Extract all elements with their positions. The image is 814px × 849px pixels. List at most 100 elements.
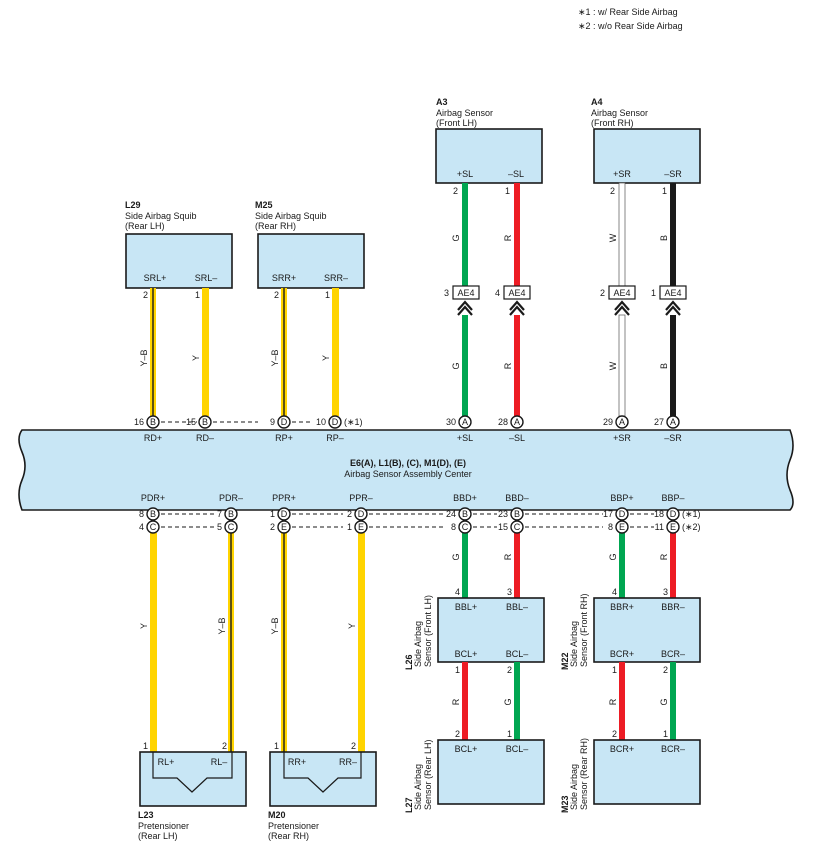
svg-text:–SR: –SR [664, 433, 682, 443]
wire-a4-neg-upper [670, 183, 676, 286]
svg-text:29: 29 [603, 417, 613, 427]
wire-a3-pos-lower [462, 315, 468, 416]
bottom-label-2: PDR– [219, 493, 243, 503]
svg-text:RP–: RP– [326, 433, 344, 443]
a4-term-1: +SR [613, 169, 631, 179]
row1-pin-8: D18 [654, 507, 680, 521]
l26-pin-2: 3 [507, 587, 512, 597]
m20-pin-2: 2 [351, 741, 356, 751]
svg-text:A: A [514, 417, 520, 427]
l23-sub: (Rear LH) [138, 831, 178, 841]
svg-text:27: 27 [654, 417, 664, 427]
row1-note: (∗1) [682, 509, 701, 519]
l26-name-1: Side Airbag [413, 621, 423, 667]
wire-label-cs-2: R [503, 553, 513, 560]
wire-m25-pos [281, 288, 287, 416]
m22-code: M22 [560, 652, 570, 670]
m20-name: Pretensioner [268, 821, 319, 831]
a4-pin-2: 1 [662, 186, 667, 196]
a3-code: A3 [436, 97, 448, 107]
wire-pdr-neg [228, 533, 234, 752]
svg-text:RD–: RD– [196, 433, 214, 443]
l26-code: L26 [404, 654, 414, 670]
l23-pin-1: 1 [143, 741, 148, 751]
m22-term-2: BBR– [661, 602, 685, 612]
l26-pin-4: 2 [507, 665, 512, 675]
svg-text:15: 15 [186, 417, 196, 427]
svg-text:D: D [619, 509, 626, 519]
wire-label-fl-4: B [659, 363, 669, 369]
m20-pretensioner-symbol [283, 752, 362, 793]
svg-text:24: 24 [446, 509, 456, 519]
l27-pin-2: 1 [507, 729, 512, 739]
l26-term-2: BBL– [506, 602, 528, 612]
bottom-label-5: BBD+ [453, 493, 477, 503]
ae4-pin-4: 1 [651, 288, 656, 298]
main-center-code: E6(A), L1(B), (C), M1(D), (E) [350, 458, 466, 468]
row1-pin-4: D2 [347, 507, 368, 521]
svg-text:E: E [670, 522, 676, 532]
a4-name: Airbag Sensor [591, 108, 648, 118]
m22-pin-4: 2 [663, 665, 668, 675]
l26-pin-3: 1 [455, 665, 460, 675]
svg-text:D: D [281, 509, 288, 519]
wire-ppr-neg [358, 533, 365, 752]
svg-text:B: B [150, 509, 156, 519]
bottom-label-6: BBD– [505, 493, 529, 503]
m20-term-1: RR+ [288, 757, 306, 767]
m23-pin-2: 1 [663, 729, 668, 739]
svg-text:C: C [150, 522, 157, 532]
a4-code: A4 [591, 97, 603, 107]
wire-label-cs-1: G [451, 553, 461, 560]
top-pin-2: B 15 RD– [186, 415, 214, 443]
a4-sub: (Front RH) [591, 118, 634, 128]
svg-text:18: 18 [654, 509, 664, 519]
svg-text:10: 10 [316, 417, 326, 427]
bottom-label-7: BBP+ [610, 493, 633, 503]
wire-a3-pos-upper [462, 183, 468, 286]
top-pin-6: A 28 –SL [498, 415, 525, 443]
l23-term-1: RL+ [158, 757, 175, 767]
svg-text:+SL: +SL [457, 433, 473, 443]
l29-term-1: SRL+ [144, 273, 167, 283]
m25-sub: (Rear RH) [255, 221, 296, 231]
a4-term-2: –SR [664, 169, 682, 179]
m20-term-2: RR– [339, 757, 357, 767]
m20-sub: (Rear RH) [268, 831, 309, 841]
top-pin-7: A 29 +SR [603, 415, 631, 443]
wire-bbp-pos [619, 533, 625, 598]
wire-l29-pos [150, 288, 156, 416]
l23-pretensioner-symbol [152, 752, 233, 793]
m20-code: M20 [268, 810, 286, 820]
l23-pin-2: 2 [222, 741, 227, 751]
row2-note: (∗2) [682, 522, 701, 532]
wire-m25-neg [332, 288, 339, 416]
a4-pin-1: 2 [610, 186, 615, 196]
wire-bbd-neg [514, 533, 520, 598]
m20-pin-1: 1 [274, 741, 279, 751]
note-2: ∗2 : w/o Rear Side Airbag [578, 21, 683, 31]
l26-term-3: BCL+ [455, 649, 478, 659]
m25-term-1: SRR+ [272, 273, 296, 283]
row1-pin-3: D1 [270, 507, 291, 521]
svg-text:B: B [150, 417, 156, 427]
m23-component-box [593, 739, 701, 805]
main-center-box [18, 429, 794, 511]
wire-a3-neg-lower [514, 315, 520, 416]
row2-pin-8: E 11 [655, 520, 680, 534]
l23-component-box [139, 751, 247, 807]
m25-pin-2: 1 [325, 290, 330, 300]
wire-l29-neg [202, 288, 209, 416]
wire-bbp-neg [670, 533, 676, 598]
wire-label-fu-4: B [659, 235, 669, 241]
m22-component-box [593, 597, 701, 663]
svg-text:11: 11 [655, 522, 664, 532]
ae4-label-3: AE4 [613, 288, 630, 298]
wire-label-fu-1: G [451, 234, 461, 241]
m22-pin-3: 1 [612, 665, 617, 675]
main-center-name: Airbag Sensor Assembly Center [344, 469, 472, 479]
row1-pin-7: D17 [603, 507, 629, 521]
ae4-connector-4: AE4 1 [651, 285, 687, 316]
row1-pin-5: B24 [446, 507, 472, 521]
svg-text:C: C [462, 522, 469, 532]
